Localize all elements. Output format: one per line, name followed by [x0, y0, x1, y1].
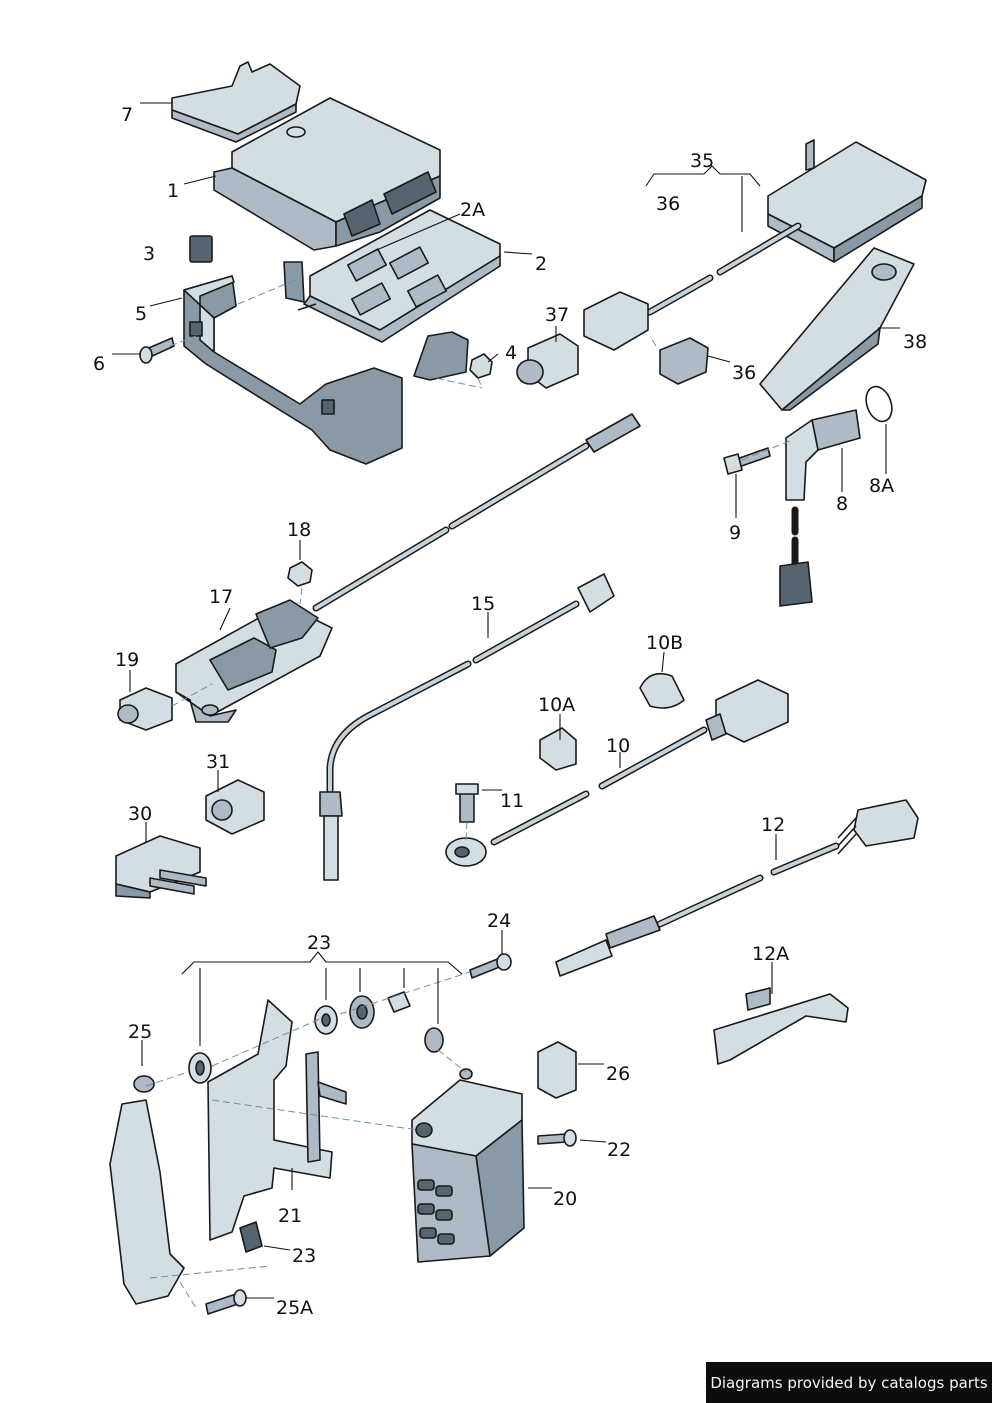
callout-30: 30 — [128, 803, 152, 825]
callout-10: 10 — [606, 735, 630, 757]
callout-12: 12 — [761, 814, 785, 836]
assembly-lines — [145, 277, 793, 1309]
part-10a-clip — [539, 727, 577, 771]
callout-19: 19 — [115, 649, 139, 671]
leader-lines — [112, 102, 900, 1299]
part-6-screw — [139, 337, 175, 364]
callout-12a: 12A — [752, 943, 789, 965]
callout-2a: 2A — [460, 199, 485, 221]
part-31-connector — [205, 779, 265, 835]
callout-31: 31 — [206, 751, 230, 773]
callout-26: 26 — [606, 1063, 630, 1085]
part-12-lambda-probe — [555, 799, 919, 977]
part-15-temperature-sensor — [319, 573, 615, 881]
callout-24: 24 — [487, 910, 511, 932]
part-10-knock-sensor — [445, 679, 789, 867]
credit-banner: Diagrams provided by catalogs parts — [706, 1362, 992, 1403]
part-4-nut — [469, 353, 493, 379]
callout-23-top: 23 — [307, 932, 331, 954]
callout-labels: 7 1 3 5 6 2A 2 4 37 35 36 36 38 8A 8 9 1… — [93, 104, 927, 1319]
callout-20: 20 — [553, 1188, 577, 1210]
callout-11: 11 — [500, 790, 524, 812]
callout-5: 5 — [135, 303, 147, 325]
callout-8: 8 — [836, 493, 848, 515]
callout-25: 25 — [128, 1021, 152, 1043]
callout-36-bottom: 36 — [732, 362, 756, 384]
part-21-bracket-frame — [207, 999, 347, 1253]
part-7-cover — [171, 61, 301, 143]
part-12a-bracket — [713, 987, 849, 1065]
callout-9: 9 — [729, 522, 741, 544]
callout-15: 15 — [471, 593, 495, 615]
part-35-sensor-harness — [583, 139, 927, 385]
callout-18: 18 — [287, 519, 311, 541]
part-5-mounting-bracket — [183, 275, 403, 465]
part-23-bushings — [188, 991, 444, 1084]
callout-7: 7 — [121, 104, 133, 126]
part-19-connector — [117, 687, 173, 731]
callout-17: 17 — [209, 586, 233, 608]
callout-6: 6 — [93, 353, 105, 375]
callout-10a: 10A — [538, 694, 575, 716]
part-26-connector — [537, 1041, 577, 1099]
part-30-pressure-sensor — [115, 835, 207, 899]
callout-38: 38 — [903, 331, 927, 353]
callout-8a: 8A — [869, 475, 894, 497]
part-17-module — [175, 413, 641, 723]
callout-23-bottom: 23 — [292, 1245, 316, 1267]
callout-2: 2 — [535, 253, 547, 275]
callout-1: 1 — [167, 180, 179, 202]
part-10b-clip — [639, 672, 685, 709]
part-8-speed-sensor — [723, 385, 893, 607]
part-25-bracket — [109, 1075, 247, 1315]
callout-3: 3 — [143, 243, 155, 265]
callout-25a: 25A — [276, 1297, 313, 1319]
part-22-screw — [537, 1129, 577, 1147]
part-37-connector — [516, 333, 579, 389]
callout-10b: 10B — [646, 632, 683, 654]
part-24-screw — [469, 953, 512, 979]
part-1-control-unit — [213, 97, 441, 251]
callout-21: 21 — [278, 1205, 302, 1227]
callout-36-top: 36 — [656, 193, 680, 215]
part-18-nut — [287, 561, 313, 587]
part-38-bracket — [759, 247, 915, 411]
callout-37: 37 — [545, 304, 569, 326]
callout-4: 4 — [505, 342, 517, 364]
part-20-actuator — [411, 1068, 525, 1263]
callout-35: 35 — [690, 150, 714, 172]
part-3-block — [189, 235, 213, 263]
callout-22: 22 — [607, 1139, 631, 1161]
part-2-bracket-tray — [283, 209, 501, 381]
